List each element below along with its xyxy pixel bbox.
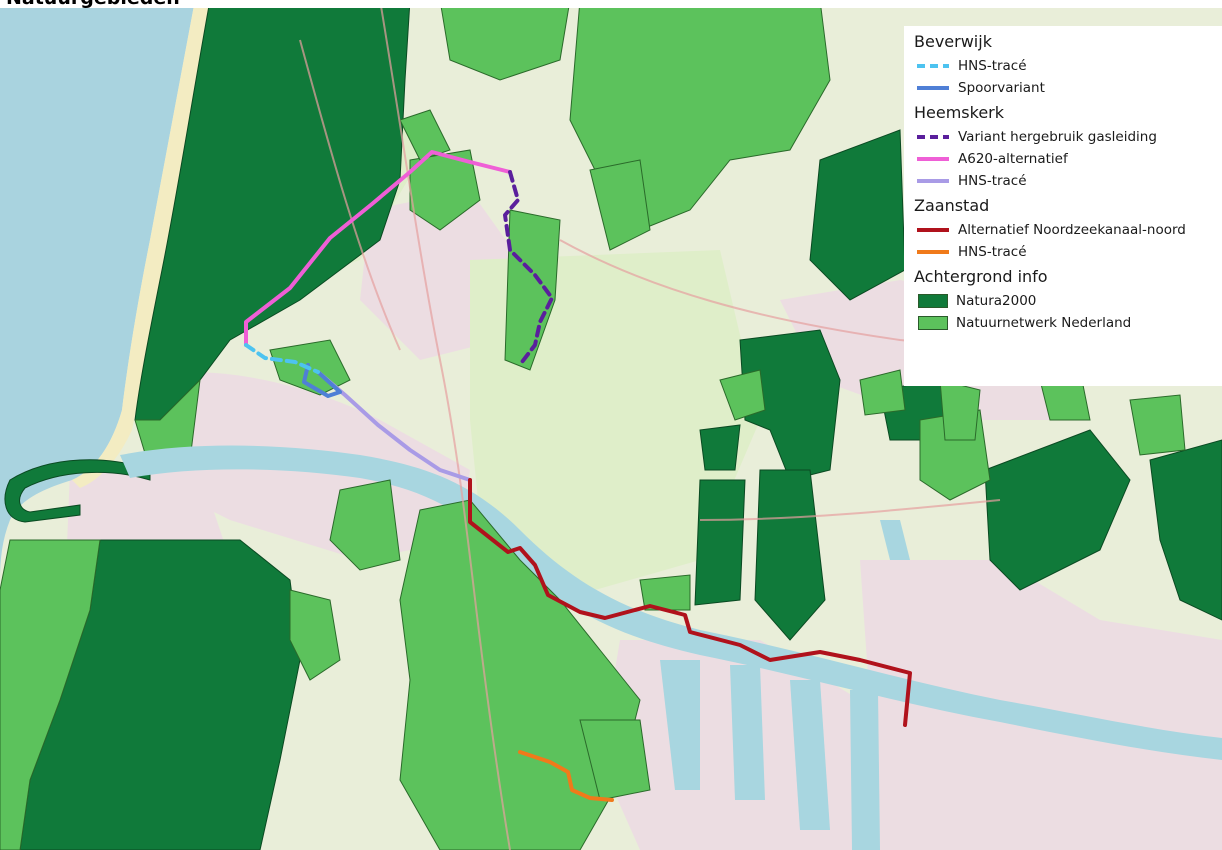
route-beverwijk-hns <box>244 343 320 374</box>
legend-group-zaanstad: Zaanstad Alternatief Noordzeekanaal-noor… <box>914 196 1222 263</box>
line-symbol <box>917 86 949 90</box>
legend-group-title: Heemskerk <box>914 103 1005 122</box>
legend-group-title: Zaanstad <box>914 196 990 215</box>
route-heemskerk-gasleiding <box>503 170 554 364</box>
legend-label: Natuurnetwerk Nederland <box>956 315 1132 331</box>
map-legend: Beverwijk HNS-tracé Spoorvariant Heemske… <box>904 26 1222 386</box>
legend-item: Alternatief Noordzeekanaal-noord <box>916 219 1222 241</box>
legend-item: Natura2000 <box>916 290 1222 312</box>
legend-label: HNS-tracé <box>958 58 1027 74</box>
legend-item: HNS-tracé <box>916 55 1222 77</box>
title-strip: Natuurgebieden <box>0 0 1222 8</box>
legend-group-achtergrond: Achtergrond info Natura2000 Natuurnetwer… <box>914 267 1222 334</box>
legend-label: HNS-tracé <box>958 173 1027 189</box>
nnn-swatch <box>918 316 948 330</box>
dashed-line-symbol <box>917 135 949 139</box>
route-zaanstad-nzk <box>468 478 912 727</box>
legend-group-title: Beverwijk <box>914 32 992 51</box>
legend-group-heemskerk: Heemskerk Variant hergebruik gasleiding … <box>914 103 1222 192</box>
routes <box>244 150 912 802</box>
legend-group-title: Achtergrond info <box>914 267 1048 286</box>
pier <box>4 459 151 523</box>
dashed-line-symbol <box>917 64 949 68</box>
legend-item: Spoorvariant <box>916 77 1222 99</box>
legend-label: A620-alternatief <box>958 151 1068 167</box>
route-beverwijk-spoor <box>302 363 342 398</box>
legend-label: Spoorvariant <box>958 80 1045 96</box>
line-symbol <box>917 179 949 183</box>
route-zaanstad-hns <box>518 750 614 802</box>
legend-item: HNS-tracé <box>916 241 1222 263</box>
line-symbol <box>917 250 949 254</box>
sea <box>0 0 195 580</box>
legend-label: Alternatief Noordzeekanaal-noord <box>958 222 1186 238</box>
natura2000-areas <box>694 129 1222 641</box>
line-symbol <box>917 157 949 161</box>
legend-label: Natura2000 <box>956 293 1037 309</box>
legend-label: Variant hergebruik gasleiding <box>958 129 1157 145</box>
legend-item: HNS-tracé <box>916 170 1222 192</box>
legend-group-beverwijk: Beverwijk HNS-tracé Spoorvariant <box>914 32 1222 99</box>
legend-item: Variant hergebruik gasleiding <box>916 126 1222 148</box>
page-title: Natuurgebieden <box>6 0 180 8</box>
legend-item: A620-alternatief <box>916 148 1222 170</box>
nnn-dunes <box>0 539 101 850</box>
legend-label: HNS-tracé <box>958 244 1027 260</box>
route-heemskerk-a620 <box>244 150 512 347</box>
nnn-areas <box>269 0 1186 850</box>
natura2000-swatch <box>918 294 948 308</box>
line-symbol <box>917 228 949 232</box>
beach <box>72 0 210 488</box>
legend-item: Natuurnetwerk Nederland <box>916 312 1222 334</box>
